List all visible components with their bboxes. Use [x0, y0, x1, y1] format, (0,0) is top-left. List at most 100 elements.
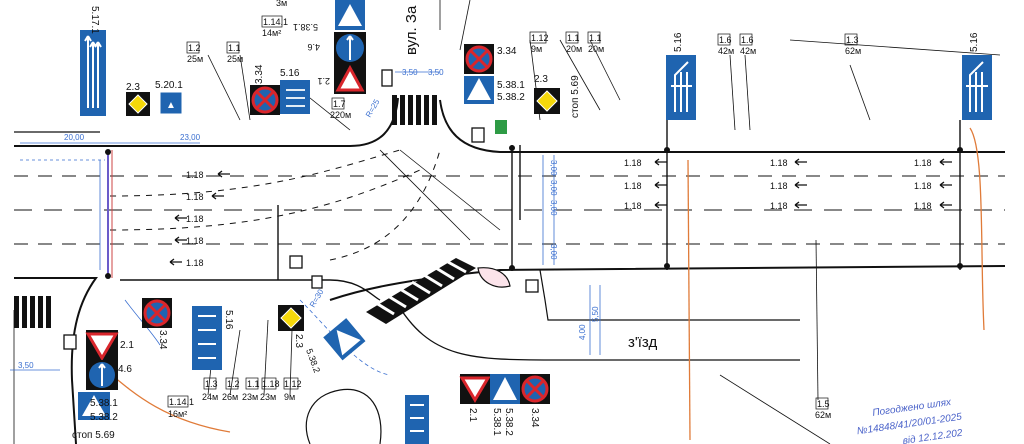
sign-5-17-1 [80, 30, 106, 116]
traffic-lights [63, 69, 539, 350]
label-5-38-1-b: 5.38.1 [497, 80, 525, 91]
sign-2-3-top-right [534, 88, 560, 114]
label-3-34-c: 3.34 [157, 330, 168, 350]
svg-text:3,50: 3,50 [18, 361, 34, 370]
sign-5-38-top-right [464, 76, 494, 104]
label-5-38-2-b: 5.38.2 [497, 92, 525, 103]
svg-text:20м: 20м [566, 44, 582, 54]
svg-text:220м: 220м [330, 110, 351, 120]
label-5-16-c: 5.16 [969, 32, 980, 52]
svg-text:1.18: 1.18 [770, 158, 788, 168]
svg-text:1.18: 1.18 [624, 201, 642, 211]
svg-text:16м²: 16м² [168, 409, 187, 419]
label-5-16-d: 5.16 [223, 310, 234, 330]
svg-text:1.2: 1.2 [227, 379, 240, 389]
sign-5-16-bottom-edge [405, 395, 429, 444]
label-2-1-top: 2.1 [317, 76, 330, 86]
post-dots [105, 145, 963, 279]
sign-2-1-bottom [459, 374, 491, 404]
marking-labels: 1.2 25м 1.1 25м 1.14.1 14м² 1.7 220м 1.1… [167, 15, 861, 420]
street-name-ramp: з'їзд [628, 334, 657, 351]
svg-text:1.18: 1.18 [914, 158, 932, 168]
svg-text:25м: 25м [227, 54, 243, 64]
label-5-38-1-e: 5.38.1 [491, 408, 502, 436]
sign-5-38-bottom-rotated [323, 318, 366, 361]
svg-text:20,00: 20,00 [64, 133, 85, 142]
label-2-1-d: 2.1 [120, 340, 134, 351]
stop-line-bottom-left: стоп 5.69 [72, 430, 115, 441]
svg-text:3,00: 3,00 [549, 200, 558, 216]
svg-text:1.18: 1.18 [186, 170, 204, 180]
svg-text:9м: 9м [531, 44, 542, 54]
svg-text:23м: 23м [260, 392, 276, 402]
sign-5-16-right-a [666, 55, 696, 120]
svg-text:1.12: 1.12 [284, 379, 302, 389]
sign-5-38-bottom [490, 374, 520, 404]
svg-text:1.18: 1.18 [186, 236, 204, 246]
sign-4-1-bottom-left [86, 360, 118, 390]
stop-line-right: стоп 5.69 [570, 75, 581, 118]
sign-5-20-1: ▲ [159, 91, 183, 115]
label-5-16-a: 5.16 [280, 68, 300, 79]
svg-text:від 12.12.202: від 12.12.202 [902, 428, 964, 444]
svg-text:23,00: 23,00 [180, 133, 201, 142]
svg-text:14м²: 14м² [262, 28, 281, 38]
svg-text:3,00: 3,00 [549, 180, 558, 196]
svg-text:1.12: 1.12 [531, 33, 549, 43]
label-4-6-d: 4.6 [118, 364, 132, 375]
gantry-lines [107, 120, 961, 280]
svg-text:▲: ▲ [166, 100, 176, 111]
label-4-6-top: 4.6 [307, 42, 320, 52]
sign-2-1-top [334, 64, 366, 94]
label-2-3-a: 2.3 [126, 82, 140, 93]
sign-2-3-main-road [126, 92, 150, 116]
sign-5-16-top-left [280, 80, 310, 114]
svg-text:R=30: R=30 [308, 287, 326, 309]
svg-text:3,00: 3,00 [549, 160, 558, 176]
svg-text:4,00: 4,00 [578, 324, 587, 340]
svg-text:1.18: 1.18 [624, 181, 642, 191]
lane-lines [14, 149, 1005, 261]
svg-text:3,50: 3,50 [402, 68, 418, 77]
svg-text:42м: 42м [740, 46, 756, 56]
svg-text:9м: 9м [284, 392, 295, 402]
sign-4-1-top [334, 32, 366, 64]
sign-3-34-top [250, 85, 280, 115]
svg-text:1.5: 1.5 [817, 399, 830, 409]
street-name-main: вул. За [403, 5, 420, 55]
label-5-38-1-d: 5.38.1 [90, 398, 118, 409]
svg-text:1.18: 1.18 [624, 158, 642, 168]
approval-annotation: Погоджено шлях №14848/41/20/01-2025 від … [856, 397, 964, 444]
crosswalk-center-stripes [375, 260, 467, 316]
green-arrow-sign [495, 120, 507, 134]
svg-text:R=25: R=25 [364, 97, 382, 119]
sign-3-34-bottom [520, 374, 550, 404]
svg-text:3,50: 3,50 [428, 68, 444, 77]
svg-text:1.18: 1.18 [186, 214, 204, 224]
svg-text:5,50: 5,50 [591, 306, 600, 322]
svg-text:1.2: 1.2 [188, 43, 201, 53]
traffic-island [477, 267, 511, 288]
svg-text:26м: 26м [222, 392, 238, 402]
lane-arrows [169, 158, 953, 266]
label-3m: 3м [276, 0, 287, 8]
sign-3-34-top-right [464, 44, 494, 74]
label-3-34-e: 3.34 [529, 408, 540, 428]
svg-text:24м: 24м [202, 392, 218, 402]
label-5-38-1-top: 5.38.1 [293, 22, 318, 32]
label-2-1-e: 2.1 [467, 408, 478, 422]
label-3-34-b: 3.34 [497, 46, 517, 57]
svg-text:1.1: 1.1 [247, 379, 260, 389]
svg-text:42м: 42м [718, 46, 734, 56]
label-5-16-b: 5.16 [673, 32, 684, 52]
svg-text:62м: 62м [815, 410, 831, 420]
svg-text:1.1: 1.1 [589, 33, 602, 43]
svg-text:1.3: 1.3 [205, 379, 218, 389]
label-5-38-2-e: 5.38.2 [503, 408, 514, 436]
svg-text:1.14.1: 1.14.1 [169, 397, 194, 407]
crosswalk-top [392, 95, 437, 125]
sign-5-16-bottom [192, 306, 222, 370]
svg-text:1.18: 1.18 [186, 192, 204, 202]
svg-text:1.7: 1.7 [333, 99, 346, 109]
